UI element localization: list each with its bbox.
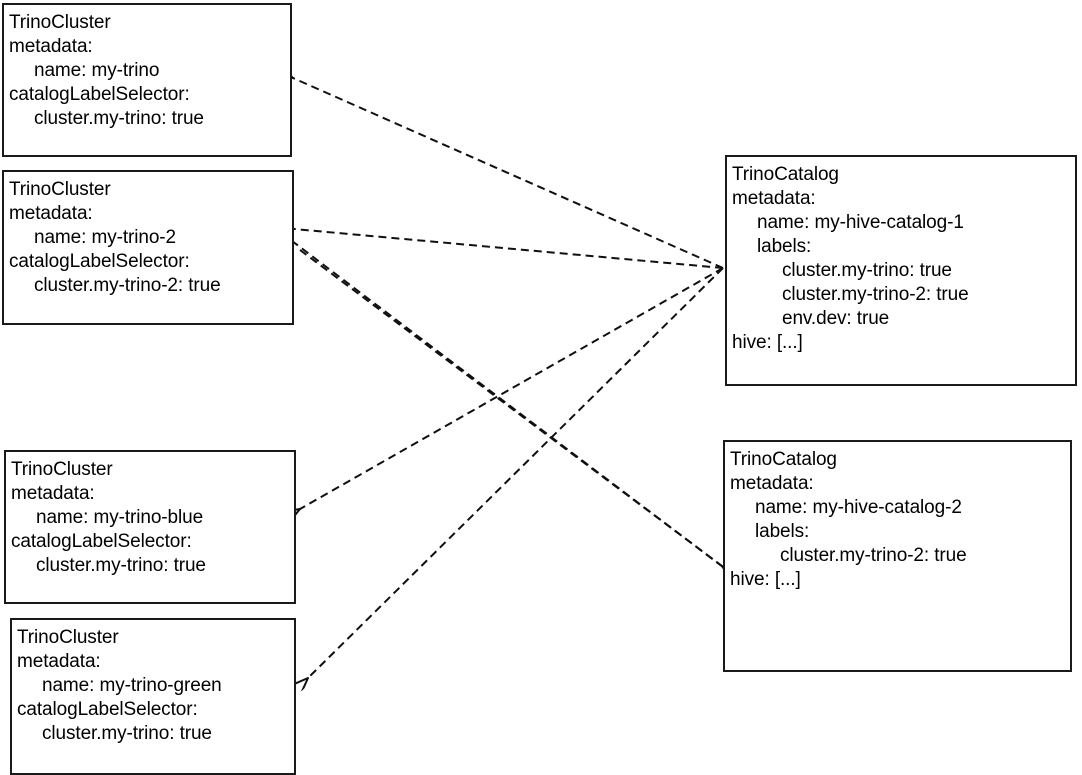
node-spec-line: cluster.my-trino: true [782,260,952,281]
node-body: TrinoCatalog metadata: name: my-hive-catal… [725,442,1070,596]
node-spec-line: hive: [...] [732,332,803,353]
node-spec-line: name: my-trino-2 [34,227,176,248]
node-cluster-my-trino-blue[interactable]: TrinoCluster metadata: name: my-trino-blue… [4,450,296,604]
node-spec-line: metadata: [732,188,816,209]
edge-catalog2-to-cluster-my-trino-2 [292,241,724,568]
node-spec-line: catalogLabelSelector: [9,251,190,272]
node-spec-line: cluster.my-trino: true [42,723,212,744]
node-spec-line: env.dev: true [782,308,890,329]
node-spec-line: labels: [757,236,812,257]
edge-catalog1-to-cluster-my-trino [293,78,724,269]
node-spec-line: catalogLabelSelector: [9,84,190,105]
edge-catalog1-to-cluster-my-trino-green [308,267,724,678]
edge-catalog1-to-cluster-my-trino-2-a [294,229,724,269]
node-catalog-my-hive-catalog-1[interactable]: TrinoCatalog metadata: name: my-hive-catal… [725,155,1077,386]
edge-cluster-my-trino-2-to-catalog2 [299,249,722,566]
node-spec-line: metadata: [730,473,814,494]
node-spec-line: labels: [755,521,810,542]
node-spec-line: metadata: [17,651,101,672]
node-spec-line: name: my-trino-green [42,675,222,696]
node-kind-label: TrinoCluster [11,459,113,480]
node-kind-label: TrinoCatalog [730,449,837,470]
node-kind-label: TrinoCatalog [732,164,839,185]
node-spec-line: catalogLabelSelector: [11,531,192,552]
node-spec-line: name: my-trino [34,60,160,81]
node-spec-line: cluster.my-trino-2: true [34,275,221,296]
node-spec-line: metadata: [9,36,93,57]
node-spec-line: cluster.my-trino-2: true [780,545,967,566]
node-spec-line: cluster.my-trino: true [36,555,206,576]
node-body: TrinoCluster metadata: name: my-trino catal… [4,5,290,135]
node-spec-line: cluster.my-trino-2: true [782,284,969,305]
node-body: TrinoCluster metadata: name: my-trino-blue… [6,452,294,582]
node-spec-line: metadata: [9,203,93,224]
node-spec-line: name: my-hive-catalog-2 [755,497,962,518]
node-spec-line: metadata: [11,483,95,504]
node-kind-label: TrinoCluster [9,179,111,200]
edge-group [292,78,723,678]
node-spec-line: catalogLabelSelector: [17,699,198,720]
node-cluster-my-trino-2[interactable]: TrinoCluster metadata: name: my-trino-2 cat… [2,170,294,325]
node-body: TrinoCluster metadata: name: my-trino-gree… [12,620,294,750]
node-spec-line: cluster.my-trino: true [34,108,204,129]
node-catalog-my-hive-catalog-2[interactable]: TrinoCatalog metadata: name: my-hive-catal… [723,440,1072,672]
node-body: TrinoCluster metadata: name: my-trino-2 cat… [4,172,292,302]
node-kind-label: TrinoCluster [9,12,111,33]
node-cluster-my-trino[interactable]: TrinoCluster metadata: name: my-trino catal… [2,3,292,157]
edge-catalog1-to-cluster-my-trino-blue [300,267,724,509]
node-body: TrinoCatalog metadata: name: my-hive-catal… [727,157,1075,359]
node-cluster-my-trino-green[interactable]: TrinoCluster metadata: name: my-trino-gree… [10,618,296,775]
node-spec-line: name: my-hive-catalog-1 [757,212,964,233]
node-spec-line: name: my-trino-blue [36,507,204,528]
node-spec-line: hive: [...] [730,569,801,590]
node-kind-label: TrinoCluster [17,627,119,648]
